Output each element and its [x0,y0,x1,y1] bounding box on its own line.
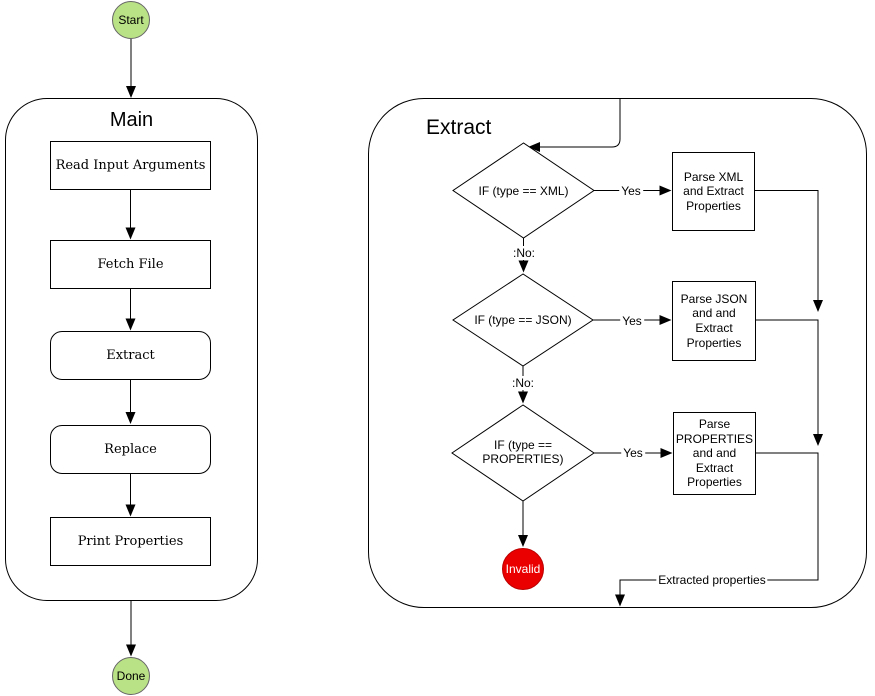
step-label: Read Input Arguments [55,158,206,173]
process-parse-xml: Parse XML and Extract Properties [672,152,755,231]
start-terminal-label: Start [118,13,144,27]
edge-parse-json-out [756,319,823,446]
process-label: Parse JSON and and Extract Properties [680,291,748,350]
edge-parse-xml-out [755,190,823,312]
step-print-properties: Print Properties [50,517,211,566]
step-read-input-arguments: Read Input Arguments [50,141,211,190]
process-parse-properties: Parse PROPERTIES and and Extract Propert… [673,412,756,495]
invalid-terminal: Invalid [502,548,544,590]
step-label: Replace [104,442,157,457]
step-extract: Extract [50,331,211,380]
decision-diamond-json [452,273,594,367]
step-label: Fetch File [97,257,164,272]
extract-group-title: Extract [426,116,492,139]
step-fetch-file: Fetch File [50,240,211,289]
main-group-frame [5,98,258,601]
process-parse-json: Parse JSON and and Extract Properties [672,281,756,361]
step-label: Print Properties [77,534,184,549]
main-group-title: Main [109,109,154,131]
decision-label-properties: IF (type == PROPERTIES) [482,438,564,467]
edge-entry-to-xml-decision [528,99,621,152]
done-terminal: Done [112,657,150,695]
step-replace: Replace [50,425,211,474]
edge-extracted-properties-out [615,452,819,607]
edge-label-no-xml: :No: [510,246,538,260]
decision-diamond-properties [451,404,595,502]
decision-label-xml: IF (type == XML) [478,184,569,198]
start-terminal: Start [112,1,150,39]
edge-label-yes-properties: Yes [621,446,645,460]
edge-label-extracted-properties: Extracted properties [656,573,768,587]
edge-label-yes-xml: Yes [619,184,643,198]
decision-diamond-xml [452,142,595,239]
decision-label-json: IF (type == JSON) [474,313,572,327]
done-terminal-label: Done [116,669,146,683]
process-label: Parse XML and Extract Properties [683,169,744,213]
invalid-terminal-label: Invalid [505,562,541,576]
edge-label-yes-json: Yes [620,314,644,328]
step-label: Extract [106,348,155,363]
extract-group-frame [368,98,867,608]
process-label: Parse PROPERTIES and and Extract Propert… [675,416,754,490]
edge-label-no-json: :No: [509,376,537,390]
